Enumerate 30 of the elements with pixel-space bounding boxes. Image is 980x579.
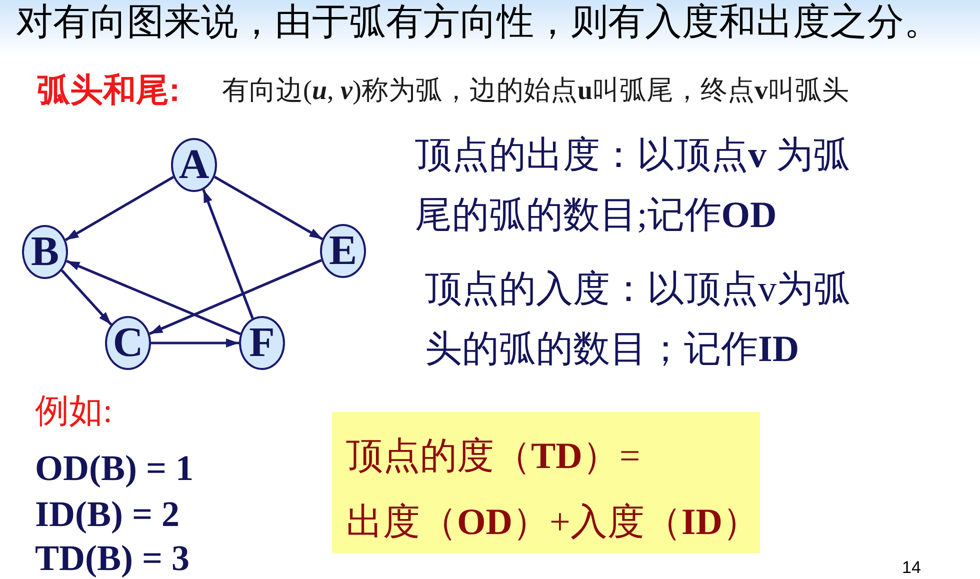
definition-text: 顶点的入度：以顶点v为弧头的弧的数目；记作ID — [425, 268, 852, 372]
formula-text: OD(B) = 1 — [35, 448, 194, 488]
arrow — [214, 176, 323, 240]
vertex-letter: C — [112, 321, 144, 365]
formula-text: ID(B) = 2 — [35, 494, 180, 534]
arrow — [151, 338, 239, 348]
formula-panel — [332, 412, 760, 553]
definition-text: 顶点的出度：以顶点v 为弧尾的弧的数目;记作OD — [415, 134, 851, 238]
arrow — [202, 189, 254, 319]
graph-vertex — [320, 224, 366, 278]
graph-vertex — [239, 316, 285, 370]
page-number: 14 — [902, 558, 921, 578]
graph-vertex — [171, 138, 217, 192]
arrow — [66, 260, 241, 336]
arrow — [60, 270, 112, 326]
vertex-letter: F — [249, 321, 275, 365]
formula-text: TD(B) = 3 — [35, 538, 190, 578]
definition-text: 有向边(u, v)称为弧，边的始点u叫弧尾，终点v叫弧头 — [222, 74, 850, 107]
formula-text: 出度（OD）+入度（ID） — [346, 501, 760, 545]
arrow — [64, 176, 174, 242]
graph-vertex — [22, 225, 68, 279]
section-heading: 弧头和尾: — [37, 70, 180, 110]
arrow — [149, 259, 322, 335]
title: 对有向图来说，由于弧有方向性，则有入度和出度之分。 — [16, 1, 941, 45]
graph-vertex — [105, 316, 151, 370]
formula-text: 顶点的度（TD）= — [346, 435, 642, 479]
example-heading: 例如: — [35, 392, 112, 432]
vertex-letter: B — [30, 230, 59, 274]
vertex-letter: E — [328, 229, 357, 273]
vertex-letter: A — [178, 143, 210, 187]
